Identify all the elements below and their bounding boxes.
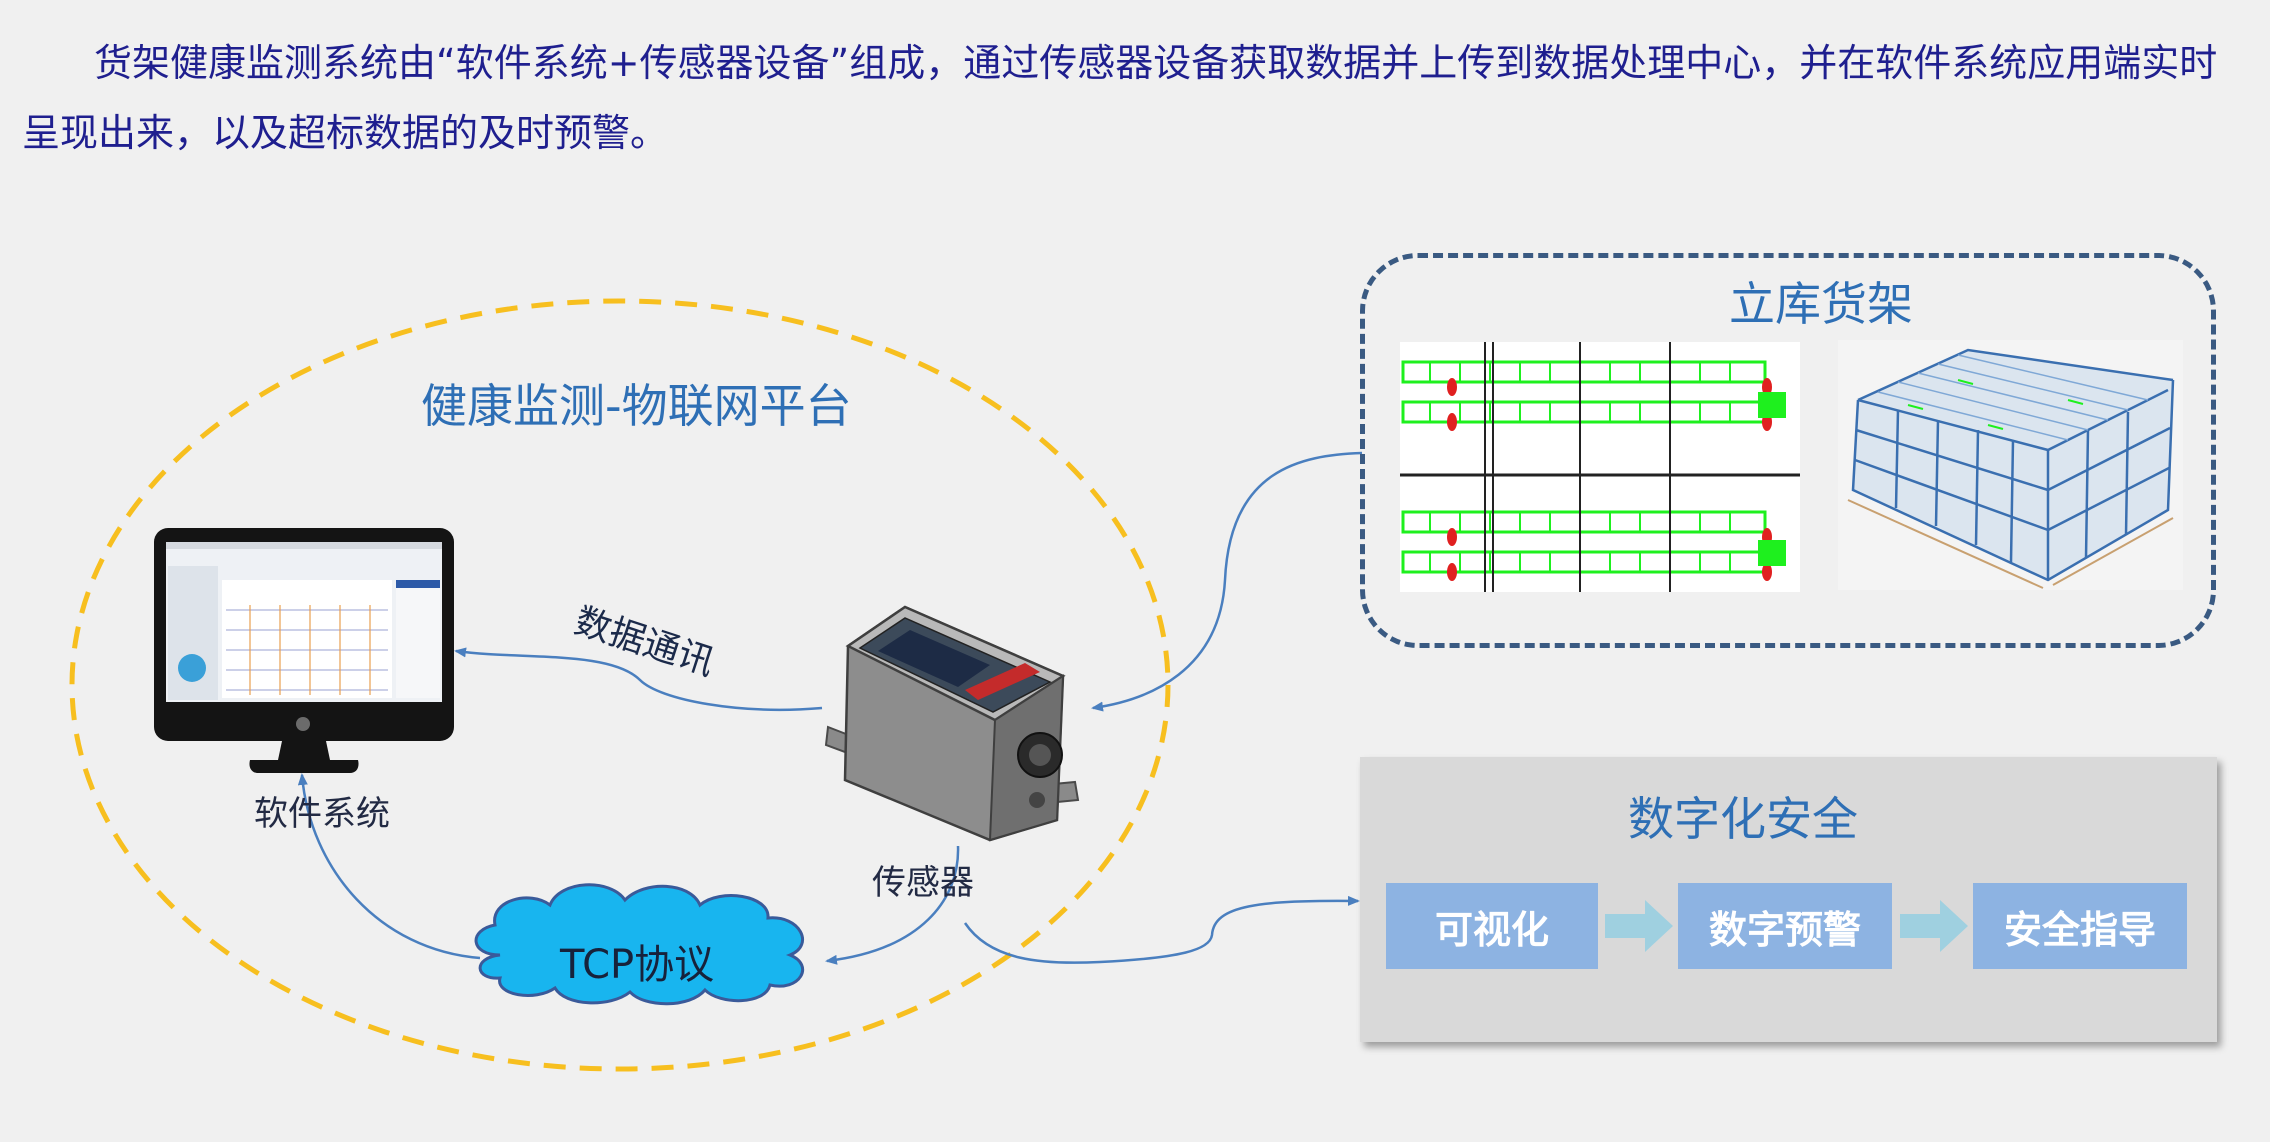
step-arrow-icon bbox=[1605, 900, 1673, 952]
monitor-icon bbox=[154, 528, 454, 773]
connector-warehouse-to-sensor bbox=[1091, 451, 1363, 712]
rack-3d-view-image bbox=[1838, 340, 2183, 590]
sensor-label: 传感器 bbox=[872, 863, 974, 903]
intro-paragraph: 货架健康监测系统由“软件系统+传感器设备”组成，通过传感器设备获取数据并上传到数… bbox=[22, 41, 2218, 155]
warehouse-title: 立库货架 bbox=[1729, 277, 1913, 331]
platform-boundary bbox=[69, 298, 1171, 1072]
software-system-label: 软件系统 bbox=[254, 794, 390, 834]
connector-sensor-to-software bbox=[454, 647, 823, 711]
tcp-cloud-icon bbox=[474, 883, 804, 1006]
tcp-protocol-label: TCP协议 bbox=[560, 942, 715, 988]
warehouse-frame bbox=[1360, 253, 2216, 648]
connector-sensor-to-cloud bbox=[825, 845, 960, 965]
safety-title: 数字化安全 bbox=[1628, 792, 1858, 846]
connector-cloud-to-software bbox=[297, 773, 481, 960]
step-safety-guidance: 安全指导 bbox=[1973, 883, 2187, 969]
step-arrow-icon bbox=[1900, 900, 1968, 952]
sensor-device-icon bbox=[824, 605, 1080, 842]
connector-sensor-to-safety bbox=[963, 895, 1360, 964]
step-digital-warning: 数字预警 bbox=[1678, 883, 1892, 969]
rack-plan-view-image bbox=[1400, 342, 1800, 592]
platform-title: 健康监测-物联网平台 bbox=[421, 379, 852, 433]
step-visualization: 可视化 bbox=[1386, 883, 1598, 969]
digital-safety-panel: 数字化安全 可视化 数字预警 安全指导 bbox=[1360, 757, 2217, 1042]
